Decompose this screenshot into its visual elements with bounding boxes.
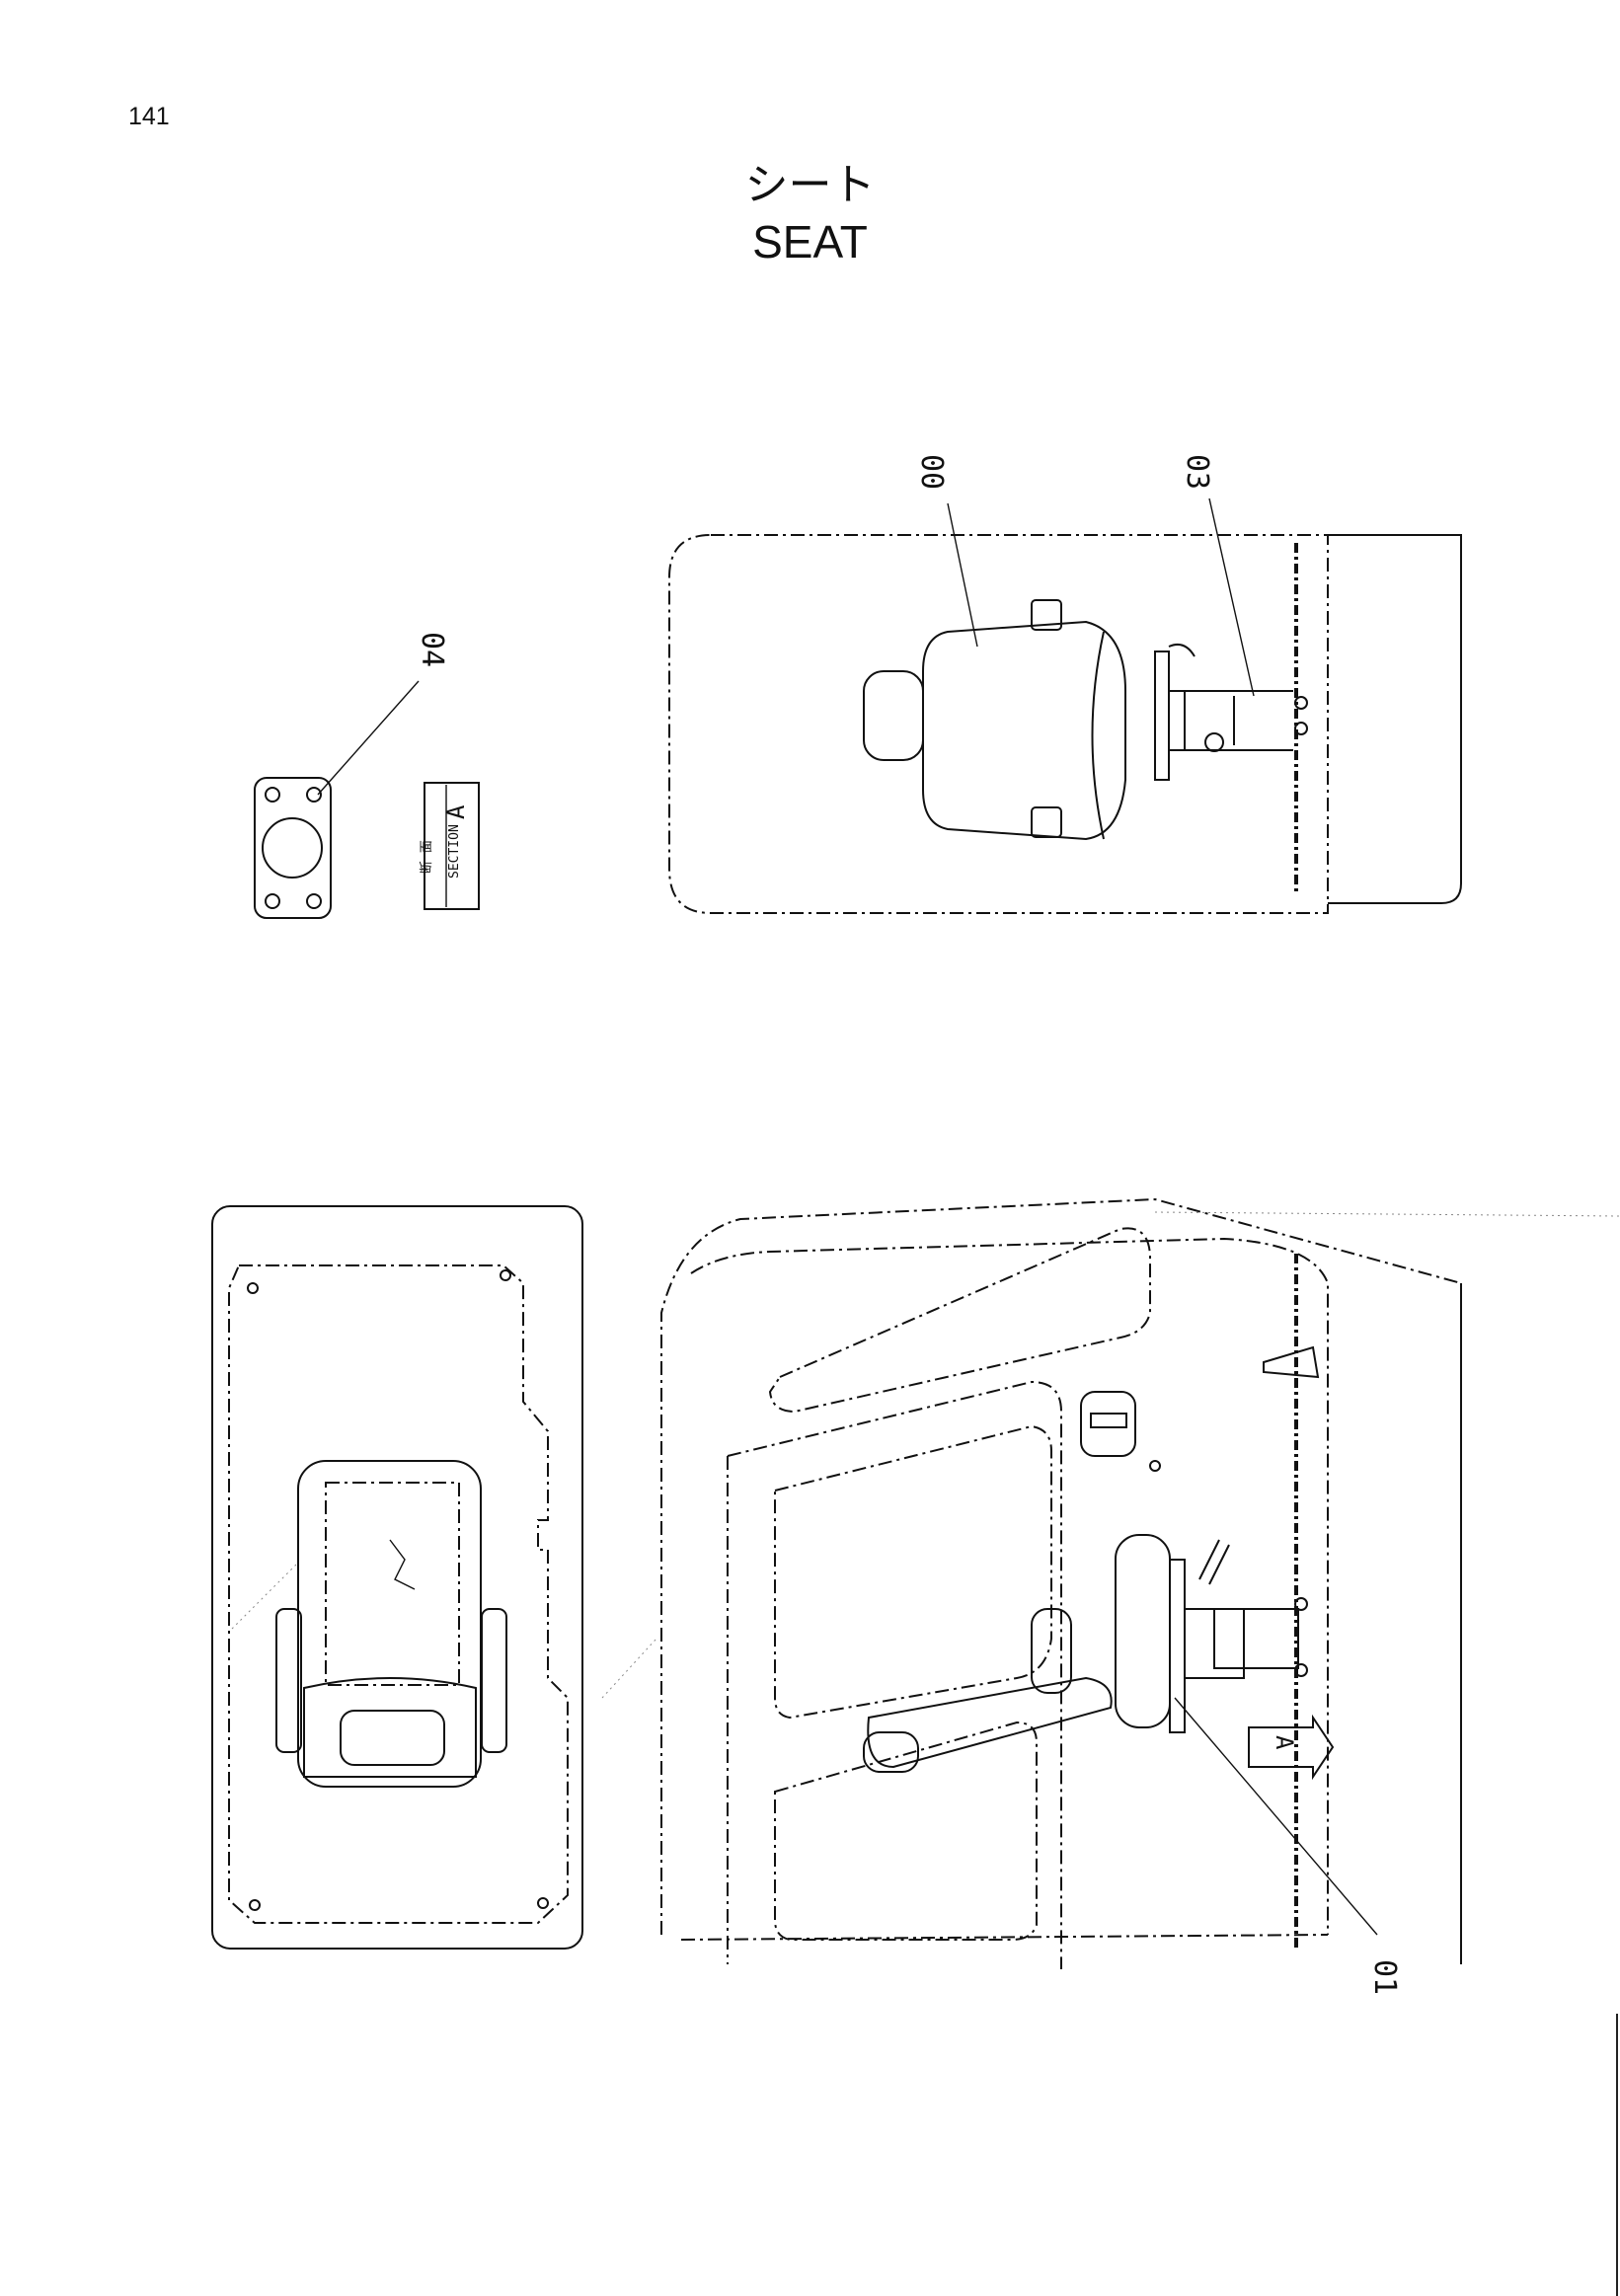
rear-hook bbox=[1263, 1345, 1320, 1379]
door-frame bbox=[727, 1380, 1062, 1969]
section-text: SECTION bbox=[447, 824, 462, 879]
upper-window bbox=[768, 1227, 1151, 1414]
lower-window bbox=[774, 1721, 1038, 1941]
section-label-box bbox=[424, 782, 480, 910]
seat-base-dashed bbox=[325, 1482, 460, 1686]
leader-00 bbox=[947, 502, 978, 648]
seat-top-view: 00 03 bbox=[668, 454, 1462, 914]
cab-floor-line bbox=[680, 1934, 1329, 1941]
armrest-right bbox=[1031, 806, 1062, 838]
callout-bracket: 01 bbox=[1367, 1959, 1402, 1995]
section-letter: A bbox=[442, 804, 470, 819]
section-a-view bbox=[211, 1205, 657, 1950]
bolt bbox=[1294, 696, 1308, 710]
floor-plate-outline bbox=[228, 1264, 569, 1924]
headrest bbox=[340, 1710, 445, 1766]
cab-roof-outline bbox=[660, 1197, 1462, 1935]
view-marker-letter: A bbox=[1271, 1735, 1298, 1750]
section-frame bbox=[211, 1205, 583, 1950]
section-kanji: 断 面 bbox=[420, 840, 434, 874]
bolt bbox=[1294, 1663, 1308, 1677]
title-japanese: シート bbox=[744, 160, 876, 210]
door-handle-grip bbox=[1090, 1413, 1127, 1428]
height-lever bbox=[1198, 1539, 1230, 1585]
main-window bbox=[774, 1424, 1052, 1720]
seat-back bbox=[1115, 1534, 1171, 1728]
floor-bolt bbox=[500, 1269, 511, 1281]
seat-cushion bbox=[922, 620, 1126, 841]
armrest-left bbox=[275, 1608, 302, 1753]
armrest-right bbox=[481, 1608, 507, 1753]
armrest bbox=[1031, 1608, 1072, 1694]
adjuster-detail bbox=[389, 1539, 416, 1590]
door-lock bbox=[1149, 1460, 1161, 1472]
leader-04 bbox=[317, 680, 420, 796]
leader-01 bbox=[1174, 1697, 1378, 1936]
seat-front-roll bbox=[863, 1731, 919, 1773]
plate-hole bbox=[306, 787, 322, 803]
plate-hole bbox=[265, 787, 280, 803]
callout-seat: 00 bbox=[914, 454, 949, 490]
floor-bolt bbox=[537, 1897, 549, 1909]
pedestal bbox=[1213, 1608, 1299, 1669]
seat-rail bbox=[1154, 651, 1170, 781]
bolt bbox=[1294, 722, 1308, 735]
floor-bolt bbox=[247, 1282, 259, 1294]
plate-center-hole bbox=[262, 817, 323, 879]
cab-inner-outline bbox=[690, 1237, 1329, 1935]
lever bbox=[1168, 644, 1196, 657]
cab-floor-outline bbox=[668, 534, 1329, 914]
adjust-knob bbox=[1204, 732, 1224, 752]
callout-plate: 04 bbox=[415, 632, 449, 667]
door-handle bbox=[1080, 1391, 1136, 1457]
seat-slide-rail bbox=[1169, 1559, 1186, 1733]
section-label: 断 面 SECTION A bbox=[420, 782, 480, 910]
seat-cushion bbox=[867, 1676, 1113, 1769]
page-number: 141 bbox=[128, 103, 170, 130]
callout-pedestal: 03 bbox=[1180, 454, 1214, 490]
cab-side-view: A 01 bbox=[660, 1197, 1620, 1995]
plate-hole bbox=[265, 893, 280, 909]
plate-detail: 04 bbox=[254, 632, 449, 919]
plate-hole bbox=[306, 893, 322, 909]
seat-back-edge bbox=[1091, 631, 1105, 840]
floor-bolt bbox=[249, 1899, 261, 1911]
title-english: SEAT bbox=[752, 216, 868, 268]
seat-back bbox=[303, 1677, 477, 1778]
rear-cover bbox=[1328, 534, 1462, 904]
headrest bbox=[863, 670, 924, 761]
projection-line bbox=[1154, 1211, 1620, 1217]
mounting-plate bbox=[254, 777, 332, 919]
bolt bbox=[1294, 1597, 1308, 1611]
leader-03 bbox=[1208, 497, 1255, 697]
projection-line bbox=[601, 1638, 657, 1699]
view-arrow bbox=[1248, 1714, 1335, 1781]
page-title: シート SEAT bbox=[0, 158, 1620, 270]
projection-line bbox=[231, 1564, 297, 1630]
pedestal-arms bbox=[1169, 690, 1293, 751]
armrest-left bbox=[1031, 599, 1062, 631]
